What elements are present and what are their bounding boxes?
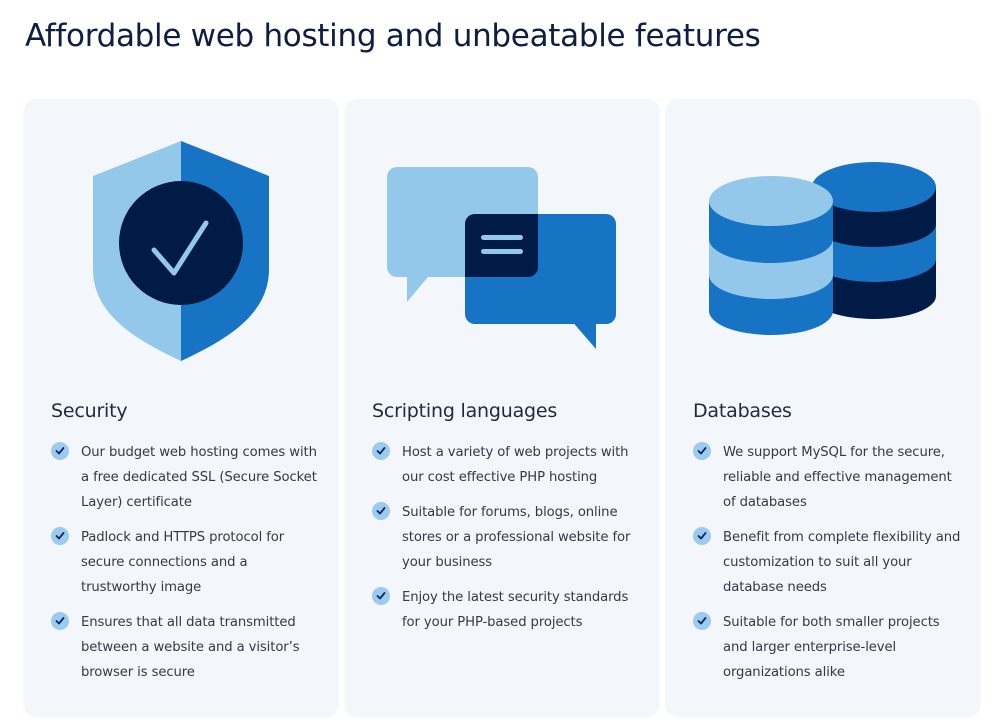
- feature-text: Host a variety of web projects with our …: [402, 445, 629, 485]
- feature-text: Enjoy the latest security standards for …: [402, 590, 629, 630]
- feature-text: Ensures that all data transmitted betwee…: [81, 615, 300, 680]
- checkmark-icon: [693, 442, 711, 460]
- feature-list: Host a variety of web projects with our …: [372, 440, 647, 645]
- checkmark-icon: [372, 502, 390, 520]
- feature-card-security: Security Our budget web hosting comes wi…: [24, 99, 338, 716]
- feature-text: Benefit from complete flexibility and cu…: [723, 530, 961, 595]
- feature-text: Padlock and HTTPS protocol for secure co…: [81, 530, 285, 595]
- feature-item: Ensures that all data transmitted betwee…: [51, 610, 326, 685]
- feature-item: Benefit from complete flexibility and cu…: [693, 525, 968, 600]
- card-title: Scripting languages: [372, 400, 558, 422]
- feature-item: Padlock and HTTPS protocol for secure co…: [51, 525, 326, 600]
- shield-check-icon: [93, 141, 269, 361]
- card-title: Databases: [693, 400, 792, 422]
- feature-item: We support MySQL for the secure, reliabl…: [693, 440, 968, 515]
- feature-text: We support MySQL for the secure, reliabl…: [723, 445, 952, 510]
- feature-card-databases: Databases We support MySQL for the secur…: [666, 99, 980, 716]
- checkmark-icon: [51, 442, 69, 460]
- card-title: Security: [51, 400, 128, 422]
- chat-bubbles-icon: [387, 167, 616, 349]
- database-icon: [709, 162, 936, 335]
- feature-list: We support MySQL for the secure, reliabl…: [693, 440, 968, 695]
- page-title: Affordable web hosting and unbeatable fe…: [25, 18, 761, 54]
- checkmark-icon: [51, 612, 69, 630]
- feature-item: Enjoy the latest security standards for …: [372, 585, 647, 635]
- feature-list: Our budget web hosting comes with a free…: [51, 440, 326, 695]
- features-grid: Security Our budget web hosting comes wi…: [24, 99, 980, 716]
- feature-item: Host a variety of web projects with our …: [372, 440, 647, 490]
- feature-item: Suitable for forums, blogs, online store…: [372, 500, 647, 575]
- feature-text: Suitable for forums, blogs, online store…: [402, 505, 631, 570]
- feature-card-scripting-languages: Scripting languages Host a variety of we…: [345, 99, 659, 716]
- checkmark-icon: [372, 442, 390, 460]
- checkmark-icon: [51, 527, 69, 545]
- checkmark-icon: [693, 612, 711, 630]
- feature-item: Our budget web hosting comes with a free…: [51, 440, 326, 515]
- feature-text: Suitable for both smaller projects and l…: [723, 615, 940, 680]
- checkmark-icon: [372, 587, 390, 605]
- feature-text: Our budget web hosting comes with a free…: [81, 445, 317, 510]
- feature-item: Suitable for both smaller projects and l…: [693, 610, 968, 685]
- checkmark-icon: [693, 527, 711, 545]
